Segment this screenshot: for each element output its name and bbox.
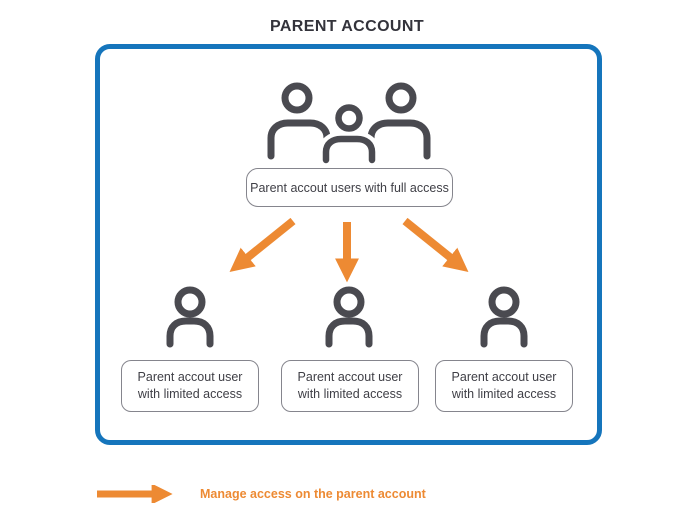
user-icon bbox=[325, 286, 373, 348]
full-access-label: Parent accout users with full access bbox=[246, 168, 453, 207]
legend-label: Manage access on the parent account bbox=[200, 487, 426, 501]
user-icon bbox=[166, 286, 214, 348]
diagram-title: PARENT ACCOUNT bbox=[269, 18, 425, 35]
legend: Manage access on the parent account bbox=[95, 483, 595, 507]
limited-access-label: Parent accout user with limited access bbox=[281, 360, 419, 412]
limited-access-label: Parent accout user with limited access bbox=[435, 360, 573, 412]
user-icon bbox=[480, 286, 528, 348]
users-group-icon bbox=[267, 82, 431, 164]
limited-access-label: Parent accout user with limited access bbox=[121, 360, 259, 412]
arrow-right-icon bbox=[97, 485, 173, 503]
